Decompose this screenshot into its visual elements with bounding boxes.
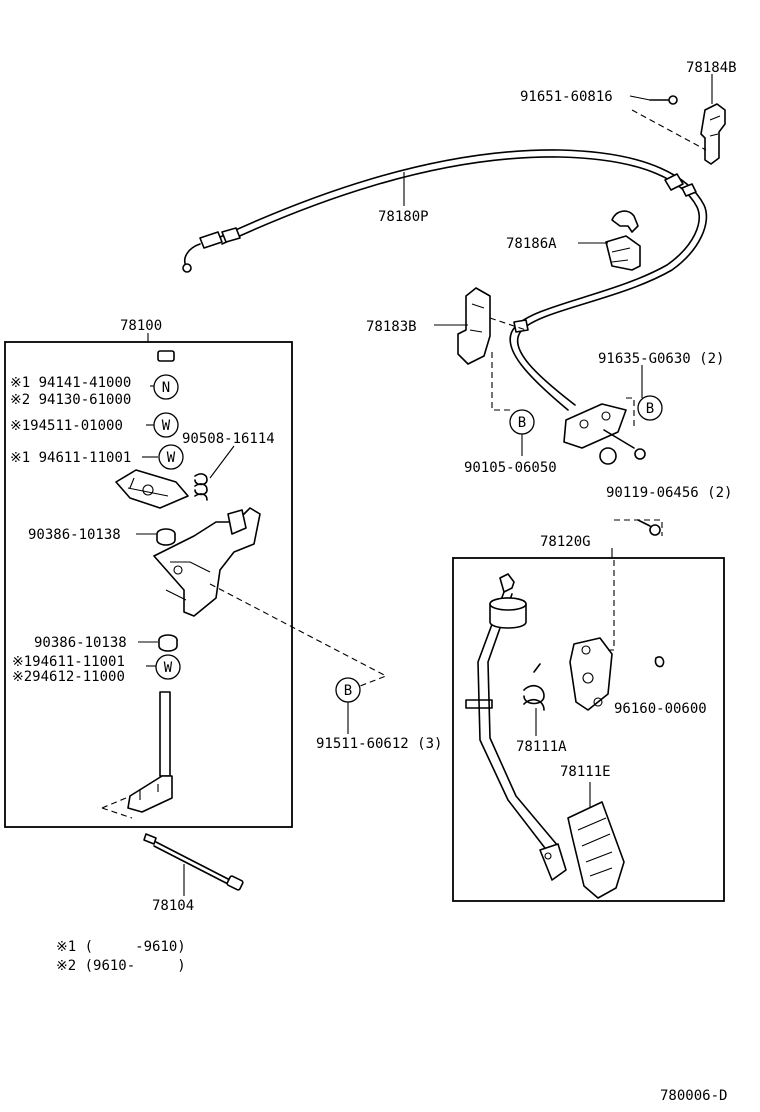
pin-part xyxy=(157,350,175,362)
label-90508: 90508-16114 xyxy=(182,431,275,447)
callout-B-3: B xyxy=(335,677,361,703)
label-90105: 90105-06050 xyxy=(464,460,557,476)
callout-W-2: W xyxy=(158,444,184,470)
callout-B-1: B xyxy=(637,395,663,421)
label-91635: 91635-G0630 (2) xyxy=(598,351,724,367)
label-90386-lower: 90386-10138 xyxy=(34,635,127,651)
svg-text:N: N xyxy=(162,380,170,396)
bushing-90386-upper xyxy=(156,528,176,546)
legend-line-1: ※1 ( -9610) xyxy=(56,939,186,955)
label-94130: ※2 94130-61000 xyxy=(10,392,131,408)
label-90386-upper: 90386-10138 xyxy=(28,527,121,543)
label-78100: 78100 xyxy=(120,318,162,334)
bracket-78183B xyxy=(457,287,527,411)
bracket-78184B xyxy=(631,95,726,165)
shaft-lever xyxy=(101,691,173,819)
label-78184B: 78184B xyxy=(686,60,737,76)
plate-bracket xyxy=(569,560,615,711)
clip-96160 xyxy=(654,656,665,668)
cable-end-bracket xyxy=(563,397,646,465)
pedal-arm xyxy=(465,573,567,881)
label-78120G: 78120G xyxy=(540,534,591,550)
callout-W-1: W xyxy=(153,412,179,438)
label-78183B: 78183B xyxy=(366,319,417,335)
lever-bracket xyxy=(115,469,189,509)
clamp-78186A xyxy=(605,210,641,271)
screw-90119 xyxy=(614,519,663,536)
label-91651: 91651-60816 xyxy=(520,89,613,105)
label-194511: ※194511-01000 xyxy=(10,418,123,434)
callout-W-3: W xyxy=(155,654,181,680)
svg-text:B: B xyxy=(344,683,352,699)
label-78186A: 78186A xyxy=(506,236,557,252)
spring-90508 xyxy=(194,445,235,501)
bushing-90386-lower xyxy=(158,634,178,652)
diagram-id: 780006-D xyxy=(660,1088,727,1104)
label-78111A: 78111A xyxy=(516,739,567,755)
assembly-box-78100 xyxy=(4,341,293,828)
assembly-box-78120G xyxy=(452,557,725,902)
label-194611a: ※1 94611-11001 xyxy=(10,450,131,466)
leader-lines xyxy=(136,74,713,734)
label-96160: 96160-00600 xyxy=(614,701,707,717)
label-90119: 90119-06456 (2) xyxy=(606,485,732,501)
spring-78111A xyxy=(523,663,545,736)
legend-line-2: ※2 (9610- ) xyxy=(56,958,186,974)
label-78111E: 78111E xyxy=(560,764,611,780)
svg-text:W: W xyxy=(167,450,176,466)
label-78104: 78104 xyxy=(152,898,194,914)
accelerator-cable-78180P xyxy=(182,149,708,411)
label-91511: 91511-60612 (3) xyxy=(316,736,442,752)
pedal-pad-78111E xyxy=(567,782,625,899)
callout-B-2: B xyxy=(509,409,535,435)
callout-N: N xyxy=(153,374,179,400)
svg-text:B: B xyxy=(518,415,526,431)
main-bracket xyxy=(153,507,261,617)
svg-text:W: W xyxy=(162,418,171,434)
label-94141: ※1 94141-41000 xyxy=(10,375,131,391)
svg-text:B: B xyxy=(646,401,654,417)
label-194611b: ※194611-11001 xyxy=(12,654,125,670)
leader-to-91511 xyxy=(209,583,388,687)
svg-text:W: W xyxy=(164,660,173,676)
label-294612: ※294612-11000 xyxy=(12,669,125,685)
label-78180P: 78180P xyxy=(378,209,429,225)
rod-78104 xyxy=(143,833,244,896)
